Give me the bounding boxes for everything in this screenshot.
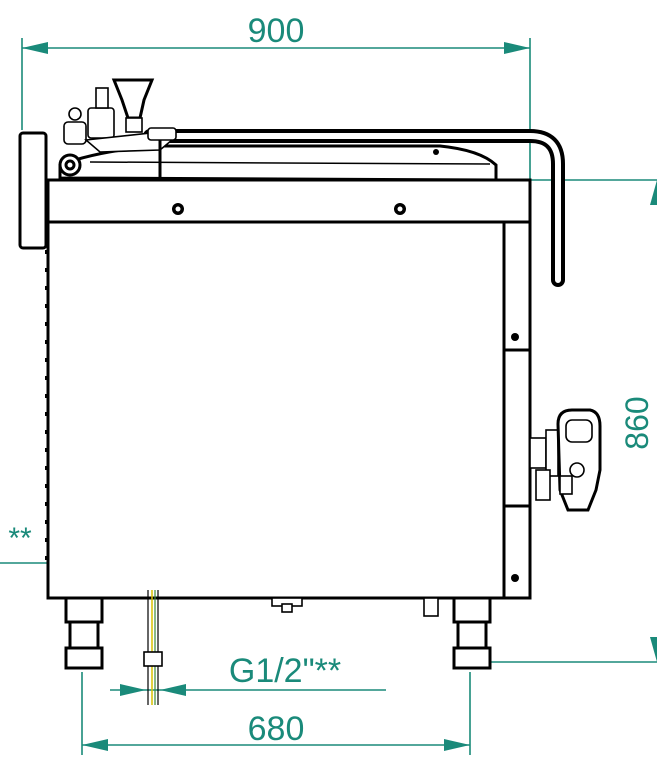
drain-tap (529, 408, 602, 512)
right-foot (452, 596, 492, 670)
dimension-width-bottom: 680 (248, 710, 305, 748)
kettle-body (18, 131, 532, 600)
dimension-top: 900 (21, 12, 531, 180)
dimension-width-top: 900 (248, 12, 305, 50)
dimension-right: 860 (485, 179, 657, 663)
inlet-size-label: G1/2"** (229, 652, 341, 690)
inlet-pipe (143, 590, 163, 705)
lid-handle-rail (143, 129, 565, 287)
dimension-inlet: G1/2"** (110, 652, 386, 696)
dimension-bottom: 680 (81, 672, 471, 755)
lid-fittings (58, 78, 177, 180)
bottom-fittings (271, 597, 439, 617)
left-foot (64, 596, 104, 670)
left-offset-note: ** (8, 522, 32, 555)
dimension-height-right: 860 (619, 396, 655, 449)
